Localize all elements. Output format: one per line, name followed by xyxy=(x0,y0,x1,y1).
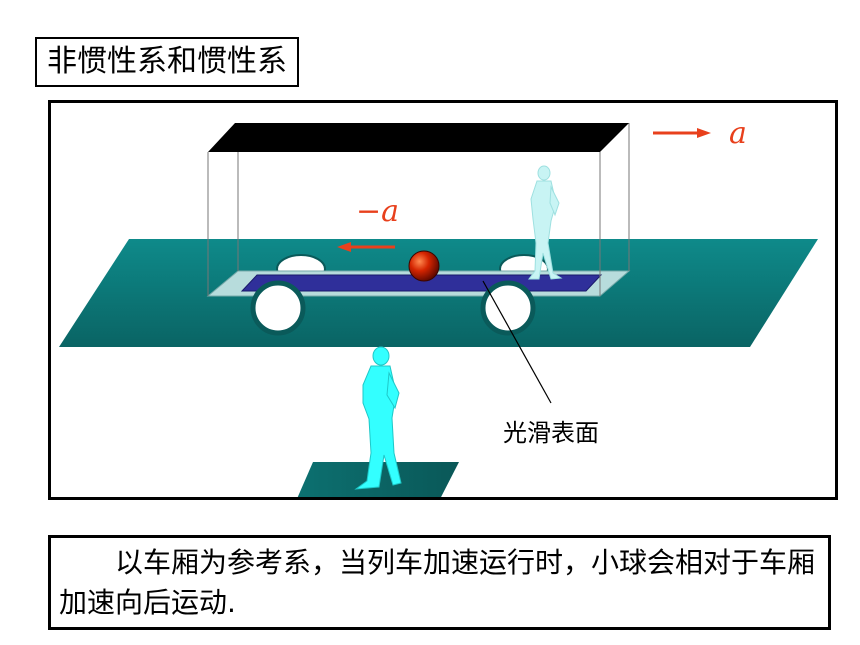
carriage-roof xyxy=(208,123,629,152)
forward-accel-arrow xyxy=(653,128,711,138)
caption-box: 以车厢为参考系，当列车加速运行时，小球会相对于车厢加速向后运动. xyxy=(48,535,831,630)
surface-pointer-line xyxy=(482,280,552,404)
backward-accel-label: −a xyxy=(356,194,399,229)
page-title: 非惯性系和惯性系 xyxy=(35,37,299,87)
diagram-canvas: −a a 光滑表面 xyxy=(59,116,818,497)
diagram-frame: −a a 光滑表面 xyxy=(48,100,838,500)
ball xyxy=(408,250,440,282)
backward-accel-arrow xyxy=(337,242,395,252)
front-wheel-right xyxy=(480,280,536,336)
person-in-carriage xyxy=(528,165,563,280)
front-wheel-left xyxy=(250,280,306,336)
surface-label: 光滑表面 xyxy=(503,419,599,447)
forward-accel-label: a xyxy=(729,116,747,151)
person-on-ground xyxy=(354,346,402,490)
